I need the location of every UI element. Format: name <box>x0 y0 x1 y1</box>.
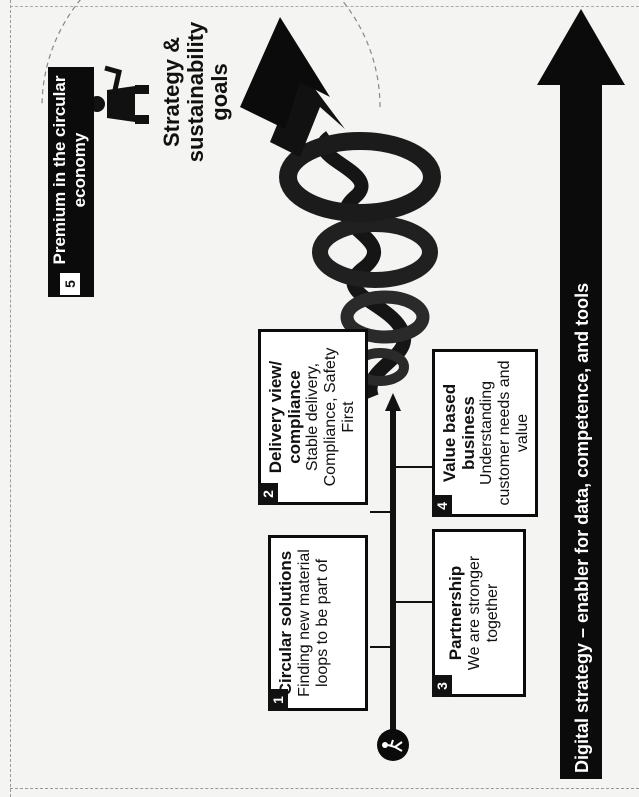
person-at-goal-icon <box>89 65 149 124</box>
page-frame-top <box>10 6 639 7</box>
strategy-goal-title: Strategy & sustainability goals <box>159 21 232 163</box>
digital-strategy-arrow <box>537 9 625 779</box>
box-4-value-based: 4 Value based business Understanding cus… <box>432 349 538 517</box>
goal-circle <box>41 0 381 108</box>
spiral-arrow-icon <box>240 17 441 400</box>
digital-strategy-banner-text: Digital strategy – enabler for data, com… <box>572 282 592 773</box>
box-3-partnership: 3 Partnership We are stronger together <box>432 529 526 697</box>
box-2-body: Stable delivery, Compliance, Safety Firs… <box>304 347 358 487</box>
box-1-circular-solutions: 1 Circular solutions Finding new materia… <box>268 535 368 711</box>
box-5-title: Premium in the circular economy <box>50 75 89 265</box>
box-2-title: Delivery view/ compliance <box>266 360 304 474</box>
box-2-delivery-compliance: 2 Delivery view/ compliance Stable deliv… <box>258 329 368 505</box>
box-3-body: We are stronger together <box>465 555 501 671</box>
box-3-title: Partnership <box>446 565 465 661</box>
box-2-number: 2 <box>258 483 278 505</box>
page-frame-bottom <box>10 788 639 789</box>
box-3-number: 3 <box>432 675 452 697</box>
box-4-number: 4 <box>432 495 452 517</box>
box-4-title: Value based business <box>440 383 478 483</box>
page-frame-left <box>10 0 11 797</box>
box-1-body: Finding new material loops to be part of <box>295 549 331 697</box>
walking-person-icon <box>377 729 409 761</box>
box-5-number: 5 <box>60 273 80 295</box>
box-4-body: Understanding customer needs and value <box>478 360 532 506</box>
box-5-premium: 5 Premium in the circular economy <box>48 67 94 297</box>
timeline <box>370 393 432 737</box>
box-1-title: Circular solutions <box>276 550 295 696</box>
box-1-number: 1 <box>268 689 288 711</box>
